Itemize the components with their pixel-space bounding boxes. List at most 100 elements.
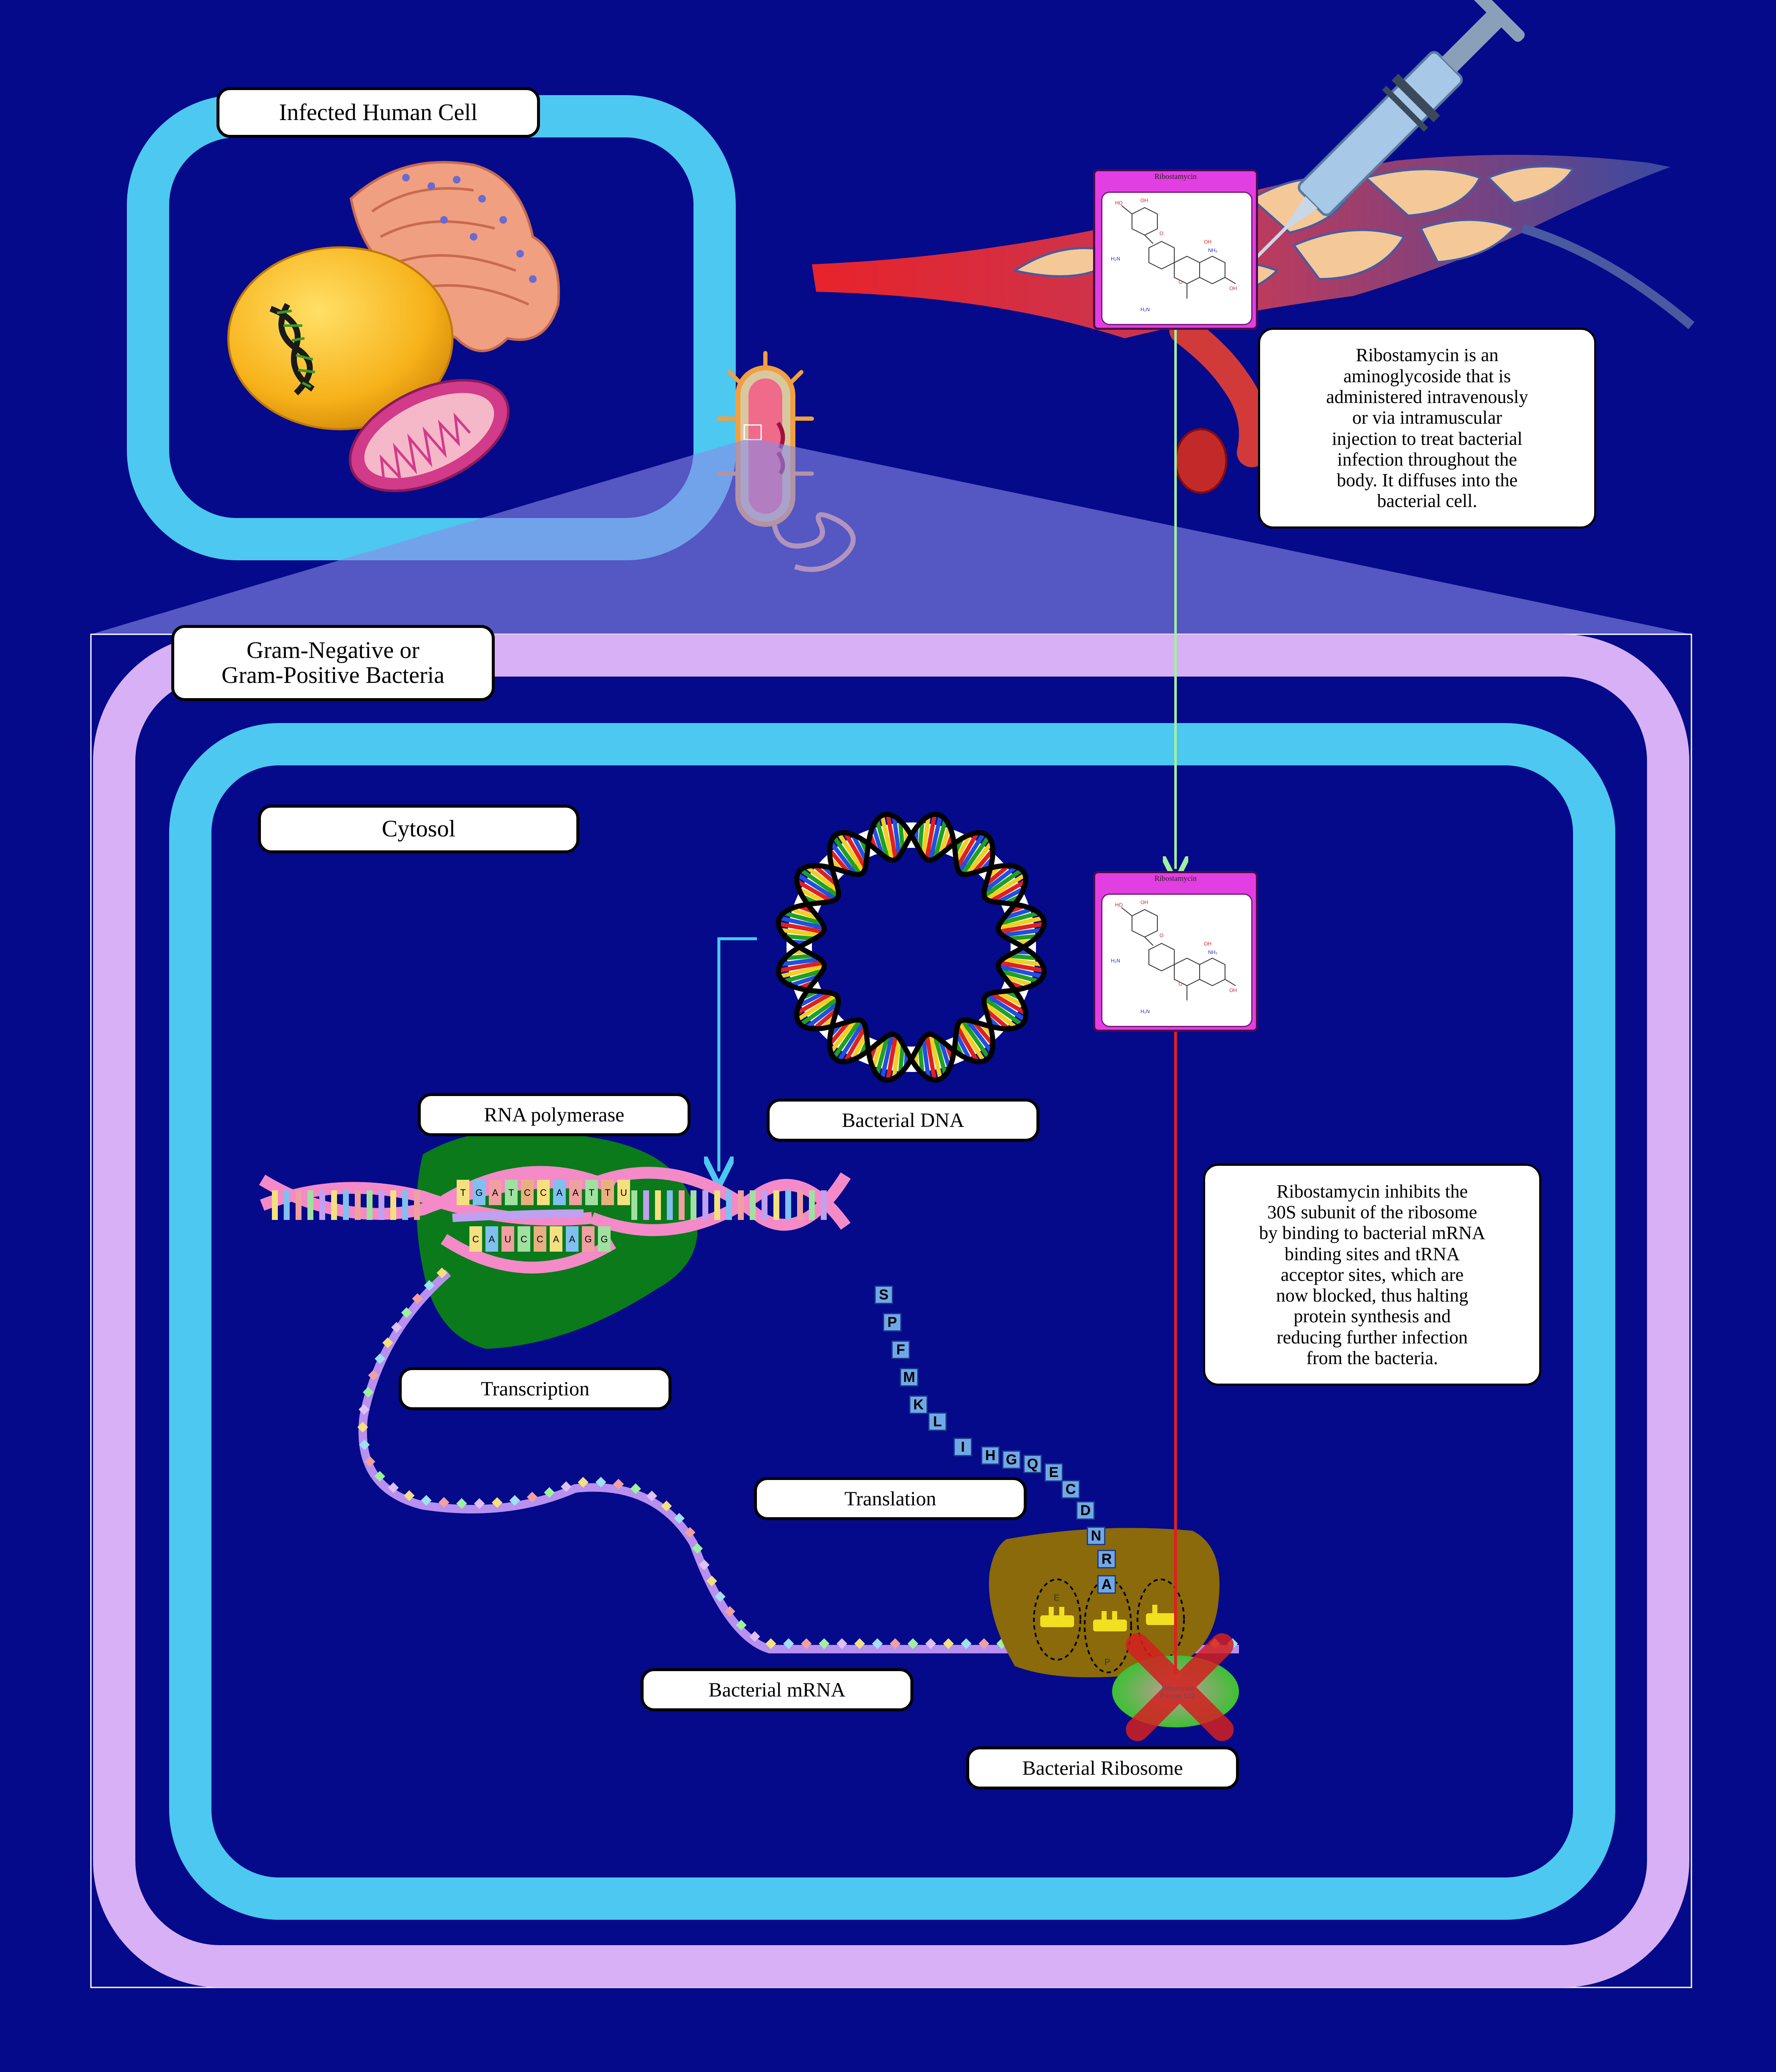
nucleotide xyxy=(534,1226,546,1252)
label-bacterial-dna: Bacterial DNA xyxy=(767,1099,1039,1142)
nucleotide-letter: A xyxy=(489,1234,495,1244)
svg-text:O: O xyxy=(1159,230,1163,236)
svg-text:NH₂: NH₂ xyxy=(1208,247,1217,253)
p-site-letter: P xyxy=(1105,1658,1110,1667)
syringe-icon xyxy=(1244,0,1525,269)
dna-base-pair xyxy=(796,873,837,901)
nucleotide-letter: G xyxy=(584,1234,592,1244)
dna-base-pair xyxy=(832,1019,862,1059)
nucleotide xyxy=(569,1180,582,1205)
nucleotide-letter: A xyxy=(553,1234,559,1244)
nucleotide xyxy=(537,1180,550,1205)
note-mechanism: Ribostamycin inhibits the 30S subunit of… xyxy=(1203,1164,1541,1386)
e-site-letter: E xyxy=(1054,1593,1060,1603)
dna-base-pair xyxy=(871,1039,884,1069)
dna-base-pair xyxy=(954,1032,972,1061)
mrna-nucleotide xyxy=(943,1638,954,1649)
dna-base-pair xyxy=(1002,928,1043,937)
dna-base-pair xyxy=(933,819,948,859)
nucleotide xyxy=(585,1180,598,1205)
nucleotide xyxy=(485,1226,498,1252)
amino-acid-a: A xyxy=(1097,1575,1116,1594)
nucleotide-letter: C xyxy=(540,1187,547,1198)
svg-text:OH: OH xyxy=(1140,197,1148,203)
dna-base-pair xyxy=(805,1001,840,1030)
nucleotide xyxy=(582,1226,595,1252)
dna-base-pair xyxy=(983,868,1023,898)
amino-acid-e: E xyxy=(1044,1463,1063,1482)
note-administration: Ribostamycin is an aminoglycoside that i… xyxy=(1258,328,1596,529)
svg-text:O: O xyxy=(1159,932,1163,938)
dna-base-pair xyxy=(957,832,986,873)
dna-base-pair xyxy=(928,815,943,861)
inhibition-x-icon xyxy=(1126,1633,1234,1741)
nucleotide-letter: A xyxy=(573,1187,579,1198)
dna-base-pair xyxy=(798,990,826,1008)
endoplasmic-reticulum-icon xyxy=(349,161,560,352)
nucleotide xyxy=(505,1180,518,1205)
dna-base-pair xyxy=(1008,954,1038,961)
svg-text:OH: OH xyxy=(1140,899,1148,905)
dna-base-pair xyxy=(983,996,1023,1027)
dna-base-pair xyxy=(843,831,867,869)
dna-base-pair xyxy=(885,1034,898,1081)
svg-text:OH: OH xyxy=(1229,285,1237,291)
dna-base-pair xyxy=(789,907,819,920)
amino-acid-q: Q xyxy=(1023,1455,1042,1473)
label-bacterial-mrna: Bacterial mRNA xyxy=(641,1668,913,1711)
dna-base-pair xyxy=(918,1044,925,1074)
dna-base-pair xyxy=(984,1008,1010,1031)
dna-base-pair xyxy=(850,1032,869,1061)
svg-text:O: O xyxy=(1179,279,1182,285)
dna-base-pair xyxy=(898,820,905,851)
mrna-nucleotide xyxy=(872,1638,883,1649)
dna-base-pair xyxy=(829,841,857,876)
nucleotide xyxy=(601,1180,614,1205)
dna-base-pair xyxy=(812,864,839,887)
mrna-nucleotide xyxy=(978,1638,989,1649)
nucleotide-letter: T xyxy=(605,1187,610,1198)
mitochondrion-icon xyxy=(348,379,510,492)
dna-base-pair xyxy=(954,833,972,862)
dna-base-pair xyxy=(875,819,890,859)
dna-base-pair xyxy=(998,921,1045,934)
dna-base-pair xyxy=(783,969,823,984)
dna-base-pair xyxy=(796,993,837,1022)
zoom-cone xyxy=(91,440,1691,634)
dna-base-pair xyxy=(898,1044,905,1074)
dna-base-pair xyxy=(789,974,819,988)
nucleotide xyxy=(553,1180,566,1205)
dna-base-pair xyxy=(996,990,1025,1008)
dna-base-pair xyxy=(957,1021,986,1062)
nucleotide-letter: C xyxy=(524,1187,531,1198)
dna-base-pair xyxy=(871,825,884,855)
nucleotide-letter: T xyxy=(508,1187,514,1198)
dna-base-pair xyxy=(921,1038,931,1079)
dna-base-pair xyxy=(921,816,931,857)
label-cytosol: Cytosol xyxy=(258,805,579,853)
label-infected-human-cell: Infected Human Cell xyxy=(217,87,540,138)
nucleus-icon xyxy=(227,246,454,430)
dna-base-pair xyxy=(779,964,825,978)
nucleotide xyxy=(550,1226,562,1252)
nucleotide-letter: A xyxy=(569,1234,576,1244)
svg-text:OH: OH xyxy=(1204,239,1211,245)
dna-base-pair xyxy=(795,991,833,1015)
ribosome-50s-subunit xyxy=(989,1528,1220,1677)
drug-card-title: Ribostamycin xyxy=(1154,172,1197,181)
dna-base-pair xyxy=(989,991,1027,1015)
amino-acid-l: L xyxy=(928,1412,947,1431)
svg-text:H₂N: H₂N xyxy=(1140,1009,1150,1014)
svg-text:HO: HO xyxy=(1115,200,1123,206)
dna-base-pair xyxy=(798,886,826,904)
nucleotide xyxy=(502,1226,514,1252)
dna-base-pair xyxy=(965,841,994,876)
ribosome-a-site xyxy=(1137,1579,1185,1661)
amino-acid-i: I xyxy=(954,1438,972,1456)
dna-base-pair xyxy=(1008,934,1038,941)
label-rna-polymerase: RNA polymerase xyxy=(418,1093,691,1136)
amino-acid-f: F xyxy=(891,1340,910,1359)
